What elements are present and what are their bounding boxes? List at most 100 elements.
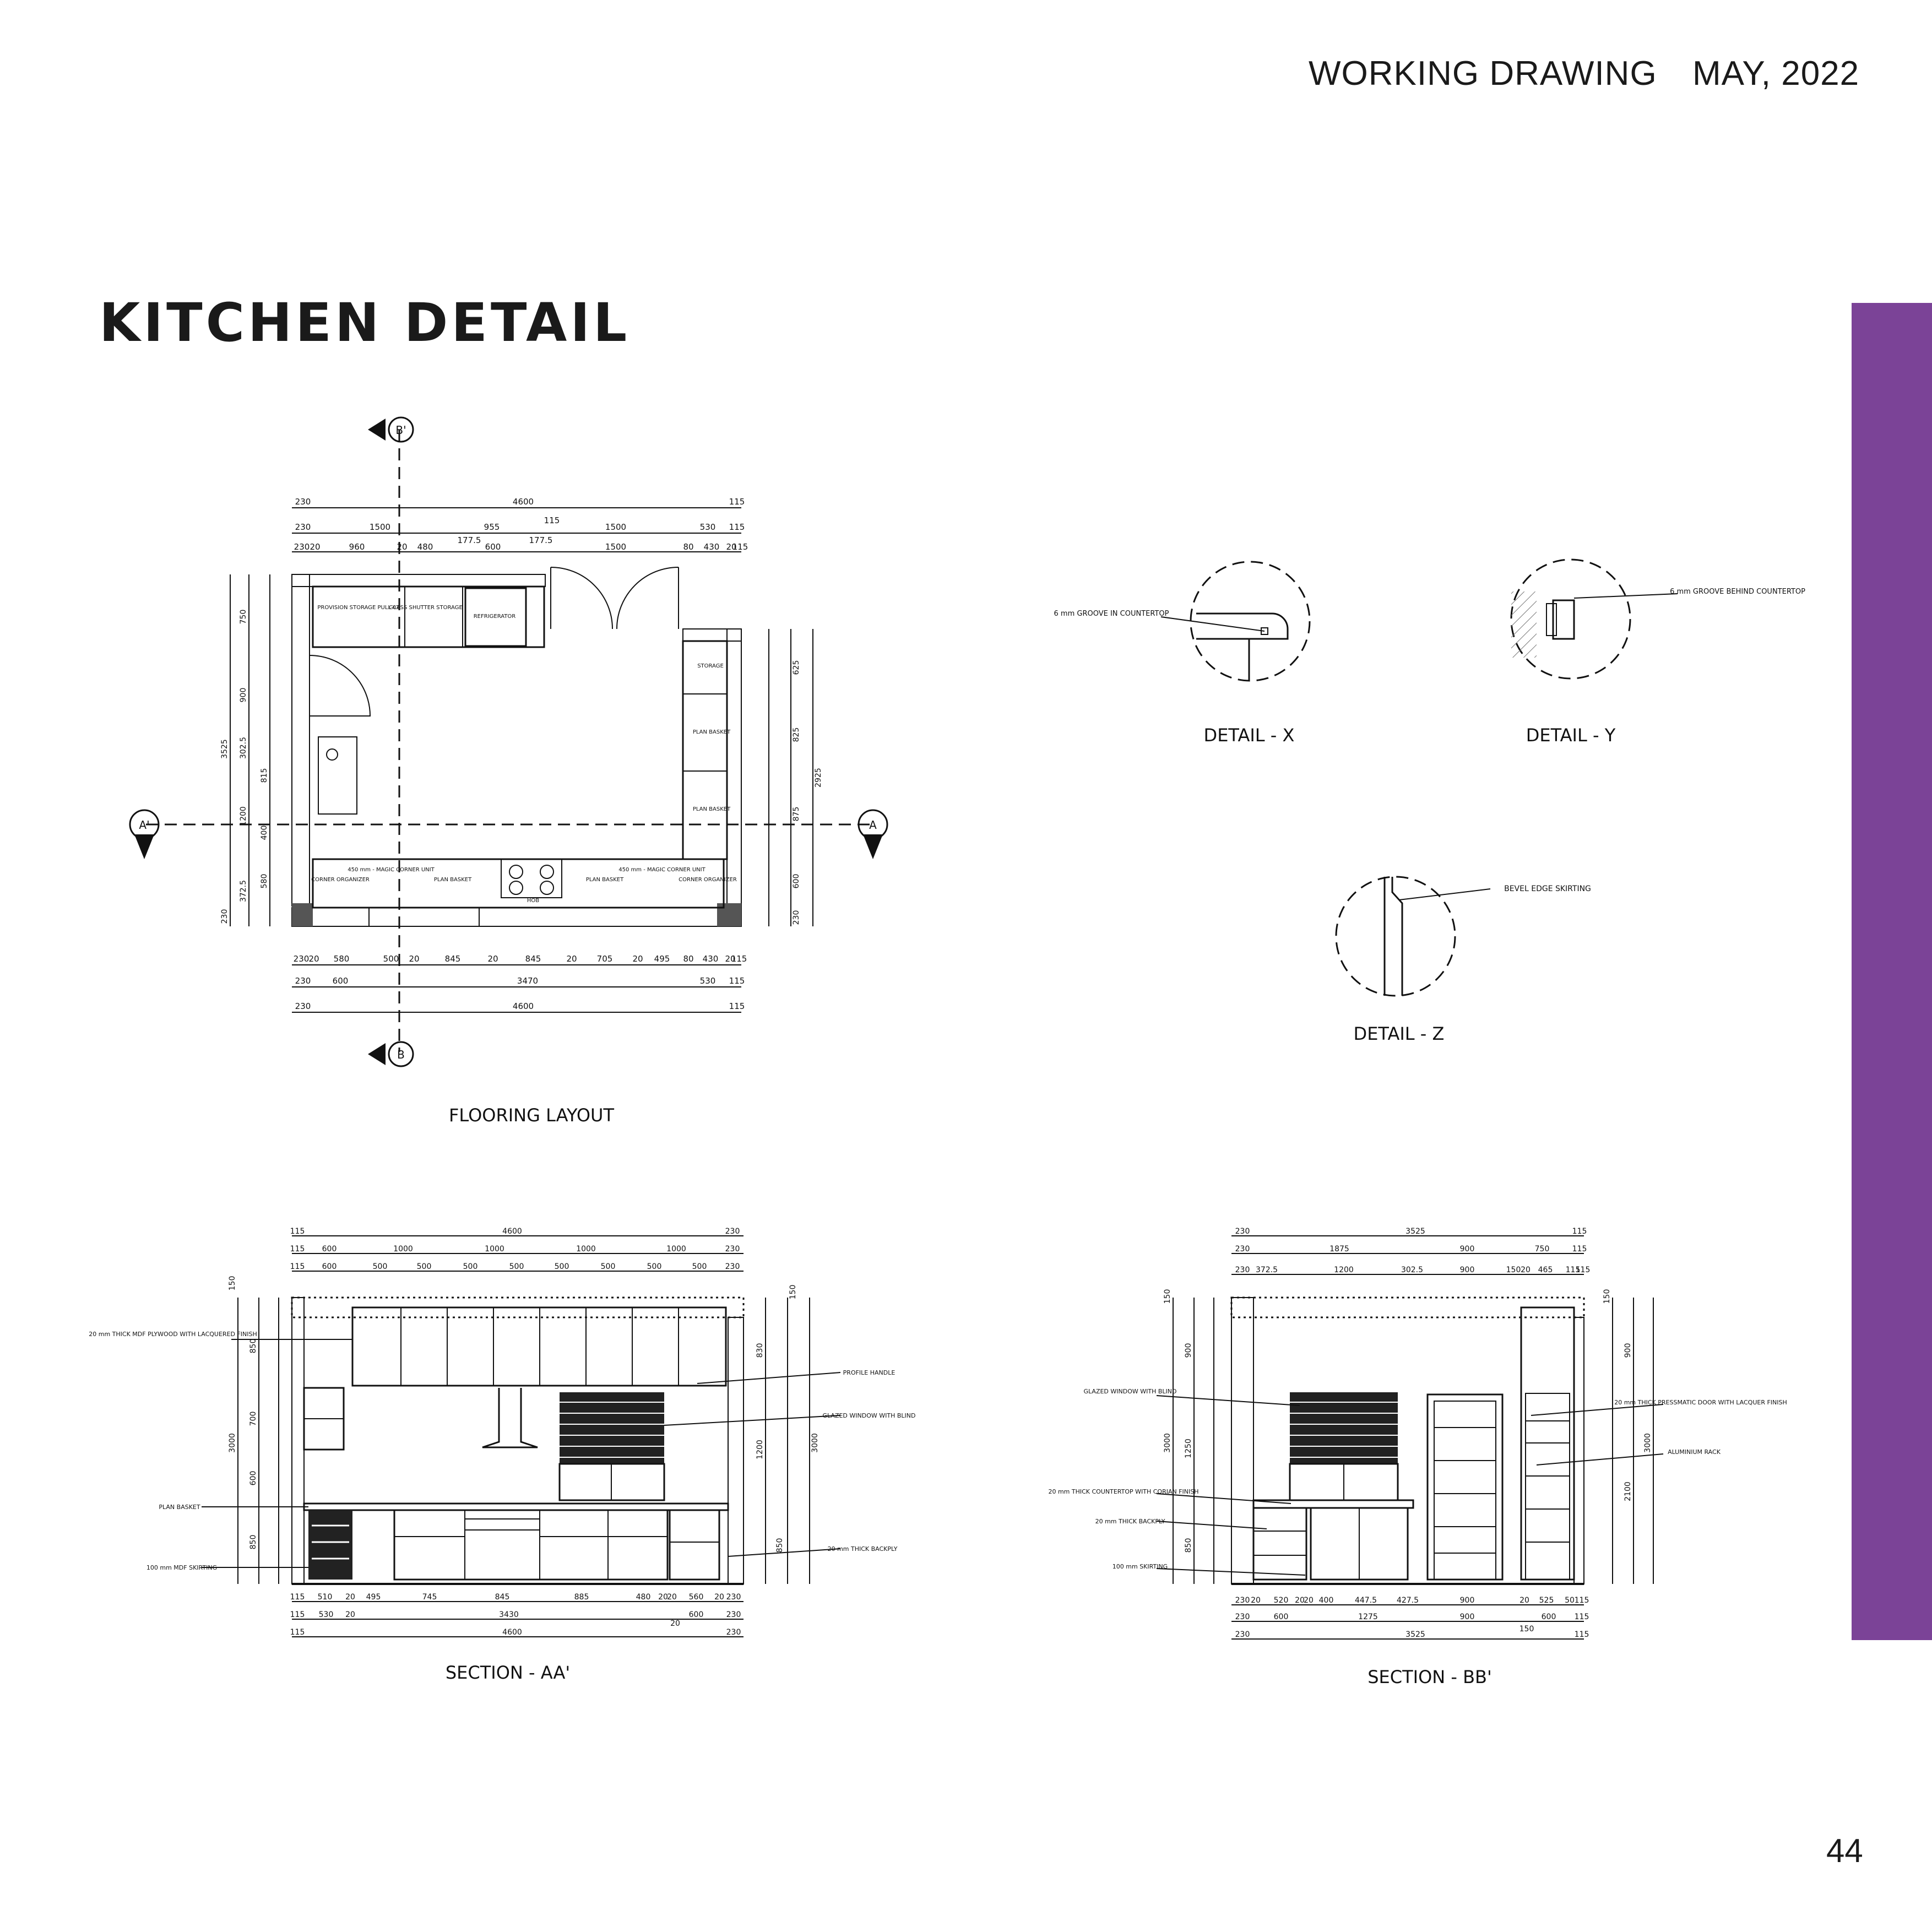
dim: 845 — [525, 954, 541, 964]
dim: 3525 — [220, 739, 229, 759]
right-counter — [682, 640, 728, 860]
dim: 4600 — [502, 1628, 522, 1637]
dim: 20 — [1519, 1596, 1529, 1605]
dim: 1200 — [756, 1440, 764, 1459]
detail-x-note: 6 mm GROOVE IN COUNTERTOP — [1054, 610, 1169, 618]
dim: 1500 — [370, 522, 390, 532]
dim: 900 — [1624, 1343, 1632, 1358]
dim: 3525 — [1405, 1227, 1425, 1236]
label-provision-storage: PROVISION STORAGE PULL 0T. — [317, 605, 400, 611]
dim: 495 — [654, 954, 670, 964]
right-dimension-labels: 2925 625 825 875 600 230 — [792, 660, 823, 925]
dim: 20 — [726, 542, 736, 552]
dim: 20 — [632, 954, 643, 964]
left-dimension-labels: 3525 750 900 302.5 815 1200 400 580 372.… — [220, 610, 269, 924]
dim: 20 — [667, 1593, 677, 1602]
dim: 20 — [345, 1610, 355, 1619]
section-marker-b-prime: B' — [368, 416, 414, 443]
dim: 850 — [249, 1339, 258, 1354]
dim: 230 — [295, 976, 311, 986]
dim: 150 — [228, 1276, 237, 1291]
dim: 530 — [700, 976, 716, 986]
dim: 850 — [775, 1538, 784, 1553]
dim: 50 — [1565, 1596, 1575, 1605]
dim: 230 — [725, 1262, 740, 1271]
dim: 430 — [704, 542, 720, 552]
top-cabinets — [312, 585, 545, 648]
dim: 230 — [725, 1245, 740, 1253]
dim: 20 — [487, 954, 498, 964]
dim: 580 — [334, 954, 350, 964]
dim: 427.5 — [1397, 1596, 1419, 1605]
wall-left — [291, 574, 310, 907]
dim: 150 — [789, 1285, 797, 1300]
dim: 372.5 — [239, 880, 248, 902]
dim: 825 — [792, 728, 801, 742]
dim: 500 — [417, 1262, 432, 1271]
dim: 600 — [689, 1610, 704, 1619]
dim: 115 — [732, 542, 748, 552]
detail-x-caption: DETAIL - X — [1204, 725, 1295, 746]
window-bottom — [368, 907, 480, 927]
dim: 230 — [725, 1227, 740, 1236]
caption-section-bb: SECTION - BB' — [1367, 1667, 1492, 1687]
door-swing-right — [616, 567, 679, 629]
dim: 900 — [1184, 1343, 1193, 1358]
dim: 447.5 — [1355, 1596, 1377, 1605]
label-plan-basket: PLAN BASKET — [434, 877, 472, 883]
dim: 480 — [417, 542, 433, 552]
dim: 302.5 — [239, 737, 248, 759]
dim: 115 — [1576, 1266, 1591, 1274]
dim: 600 — [249, 1471, 258, 1486]
dim: 500 — [647, 1262, 662, 1271]
dim: 230 — [1235, 1245, 1250, 1253]
dim: 230 — [1235, 1266, 1250, 1274]
dim: 1000 — [485, 1245, 504, 1253]
detail-z-note: BEVEL EDGE SKIRTING — [1504, 884, 1591, 893]
wall-right — [728, 1317, 744, 1584]
dim: 500 — [373, 1262, 388, 1271]
section-marker-a: A — [858, 809, 888, 859]
marker-label: A — [869, 818, 877, 832]
dim: 600 — [322, 1262, 337, 1271]
dim: 1000 — [393, 1245, 413, 1253]
dim: 115 — [1572, 1245, 1587, 1253]
section-bb: GLAZED WINDOW WITH BLIND 20 mm THICK COU… — [1048, 1227, 1787, 1687]
pressmatic-door — [1426, 1393, 1504, 1581]
dim: 3000 — [1643, 1433, 1652, 1453]
dim: 500 — [463, 1262, 478, 1271]
note: 100 mm MDF SKIRTING — [146, 1564, 217, 1571]
note: GLAZED WINDOW WITH BLIND — [823, 1412, 916, 1419]
dim: 150 — [1163, 1289, 1172, 1304]
dim: 115 — [290, 1610, 305, 1619]
dim: 230 — [295, 497, 311, 507]
dim: 900 — [1460, 1245, 1475, 1253]
dim: 177.5 — [458, 535, 481, 545]
dim: 20 — [310, 542, 320, 552]
label-plan-basket: PLAN BASKET — [586, 877, 624, 883]
wall-top-right-stub — [682, 628, 742, 642]
dim: 495 — [366, 1593, 381, 1602]
dim: 600 — [333, 976, 349, 986]
dim: 2925 — [814, 768, 823, 788]
dim: 230 — [726, 1593, 741, 1602]
dim: 20 — [1304, 1596, 1314, 1605]
dim: 230 — [726, 1610, 741, 1619]
dim: 115 — [1572, 1227, 1587, 1236]
dim: 830 — [756, 1343, 764, 1358]
dim: 600 — [1542, 1613, 1556, 1621]
note: 100 mm SKIRTING — [1112, 1563, 1168, 1570]
dim: 20 — [725, 954, 735, 964]
label-magic-corner: 450 mm - MAGIC CORNER UNIT — [618, 867, 705, 873]
dim: 900 — [1460, 1266, 1475, 1274]
refrigerator — [464, 587, 527, 647]
bottom-dimension-labels: 230 20 580 500 20 845 20 845 20 705 20 4… — [294, 954, 747, 1011]
accent-side-band — [1852, 303, 1932, 1640]
dim: 750 — [239, 610, 248, 625]
dim: 520 — [1274, 1596, 1289, 1605]
dim: 302.5 — [1401, 1266, 1423, 1274]
dim: 115 — [1575, 1630, 1589, 1639]
detail-x: 6 mm GROOVE IN COUNTERTOP DETAIL - X — [1054, 561, 1311, 746]
marker-label: B' — [395, 424, 406, 437]
